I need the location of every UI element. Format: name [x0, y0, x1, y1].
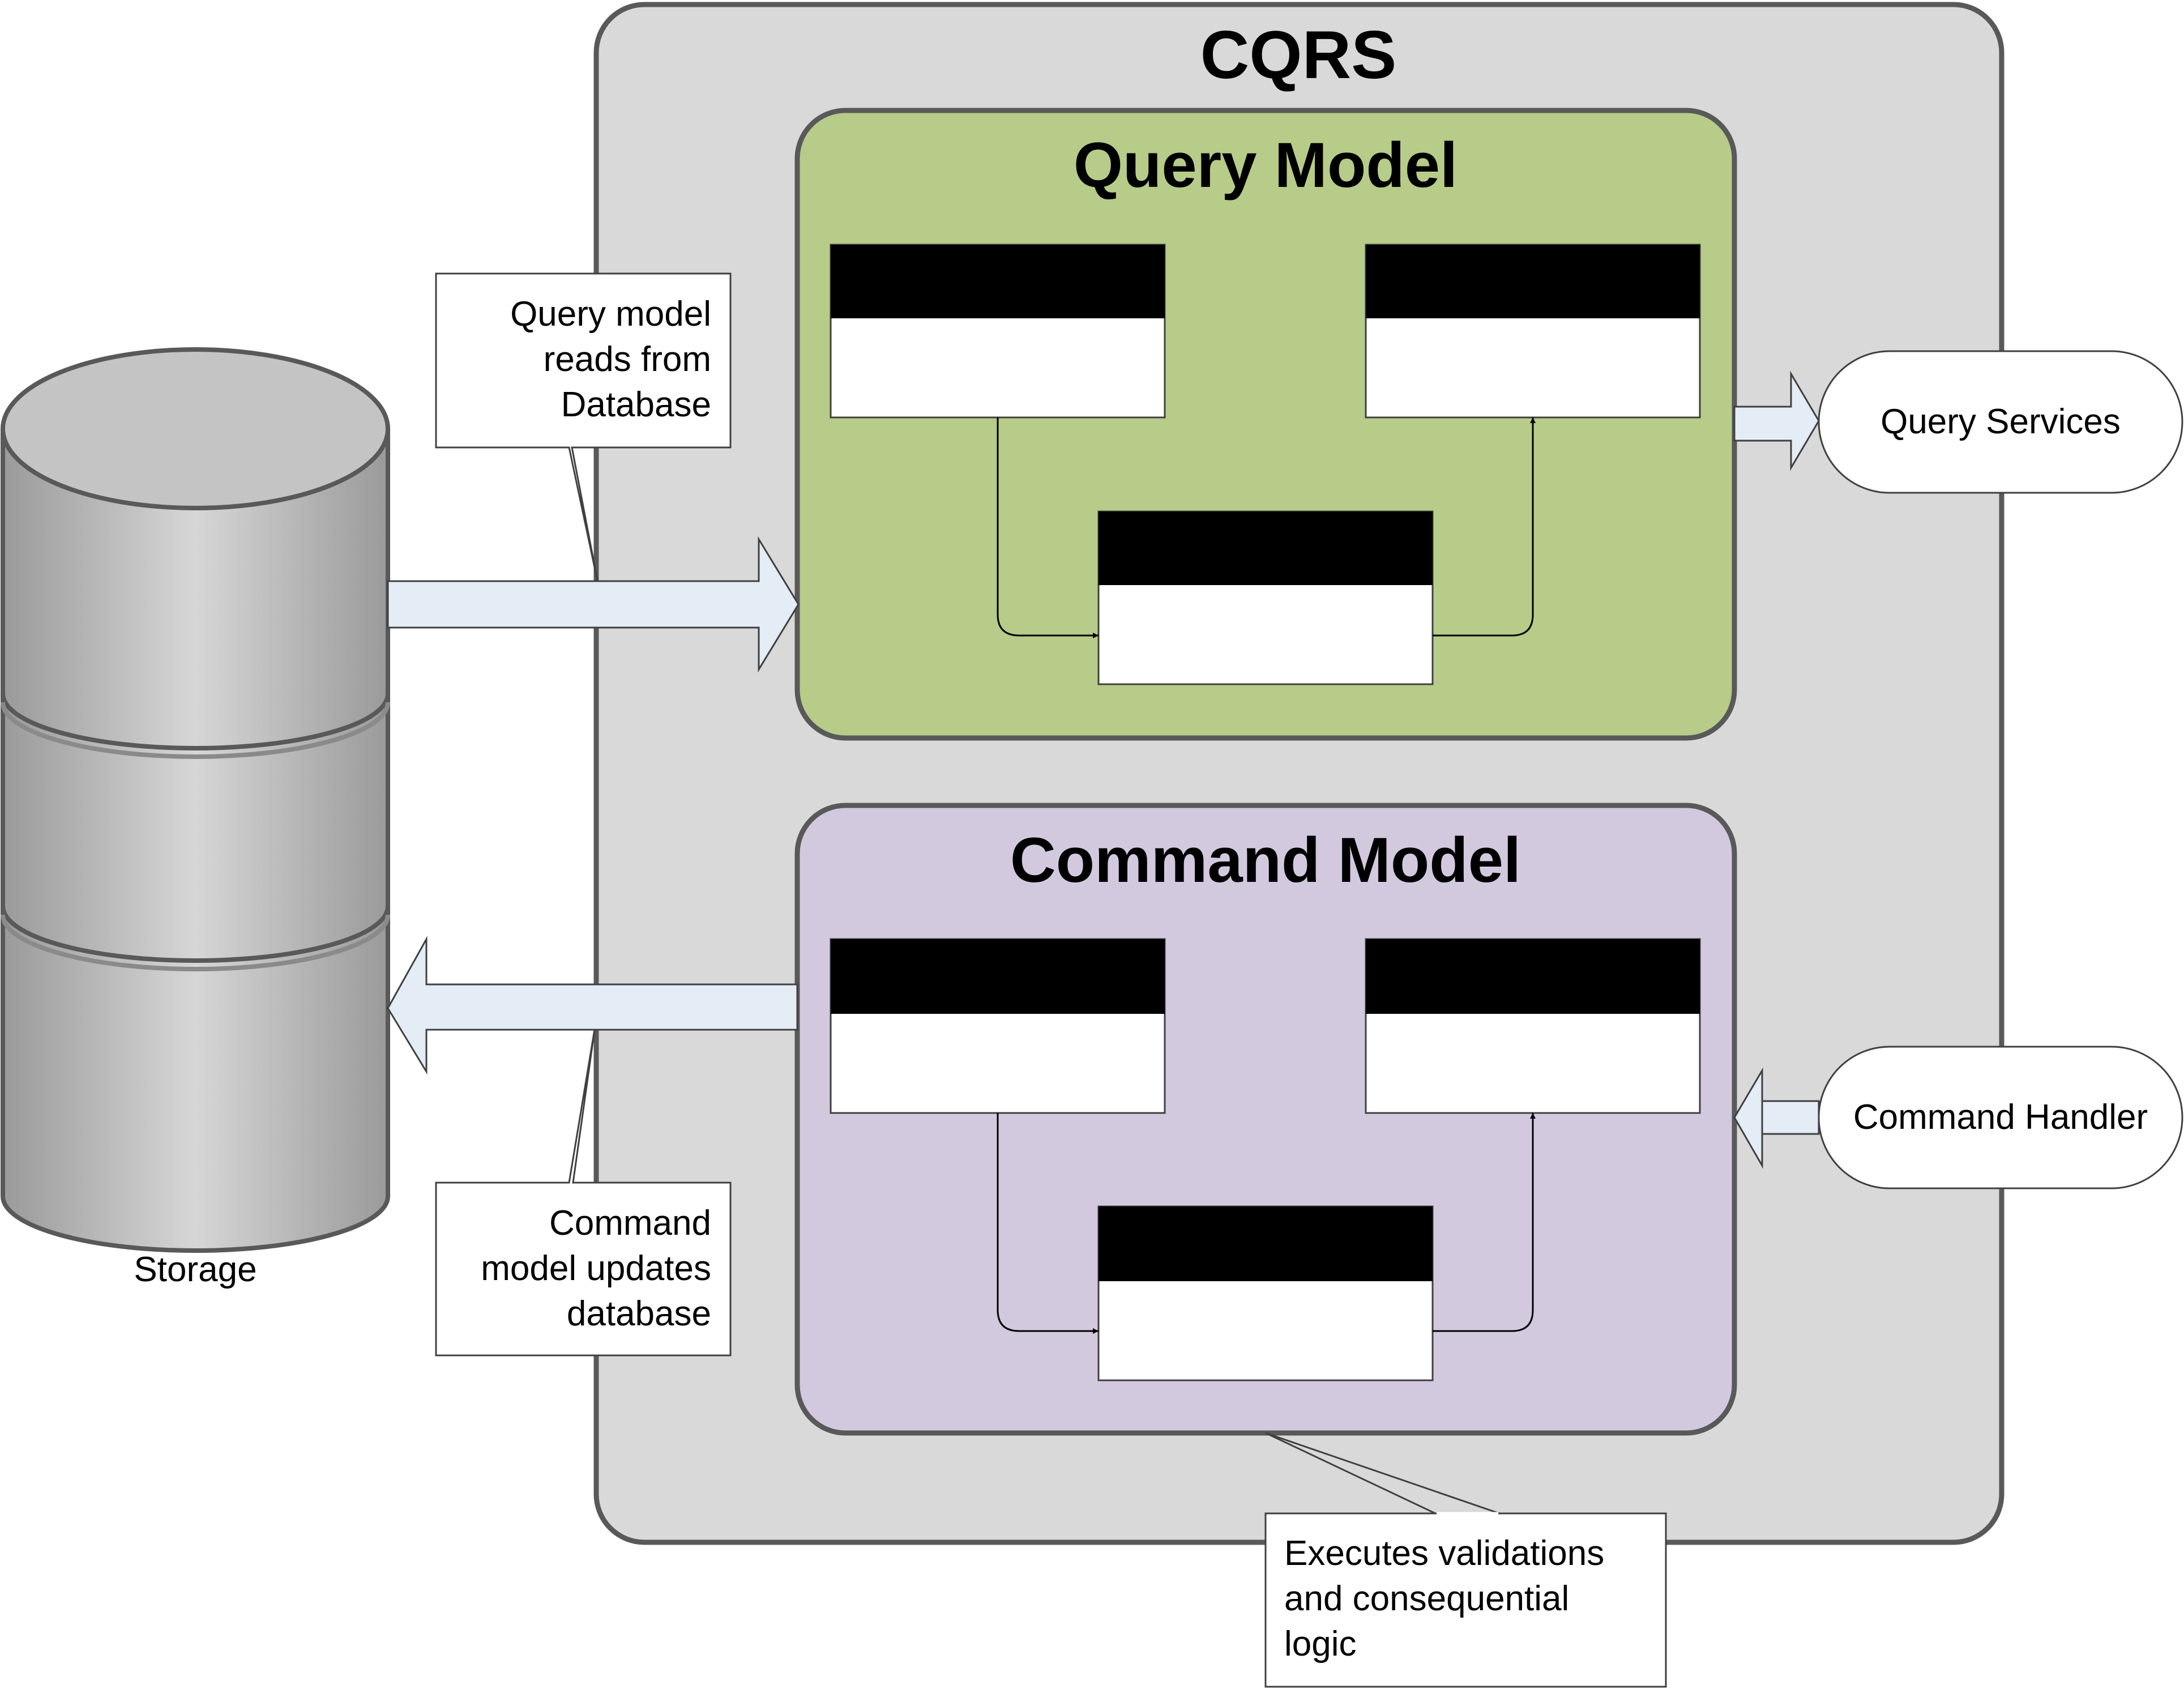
- query-services-label: Query Services: [1880, 402, 2121, 441]
- command-entity-middle: [1097, 1205, 1434, 1381]
- update-callout-line-1: Command: [549, 1204, 711, 1243]
- read-callout-line-1: Query model: [510, 295, 711, 334]
- query-entity-left: [830, 244, 1166, 419]
- command-connector-right: [1433, 1113, 1536, 1332]
- command-entity-right: [1365, 938, 1701, 1114]
- command-handler-node: [1818, 1046, 2183, 1189]
- validations-callout-line-3: logic: [1284, 1624, 1357, 1664]
- validations-callout: Executes validations and consequential l…: [1264, 1432, 1667, 1688]
- query-entity-right: [1365, 244, 1701, 419]
- read-callout: Query model reads from Database: [435, 272, 732, 581]
- storage-database-icon: [1, 347, 390, 1253]
- command-handler-label: Command Handler: [1853, 1098, 2148, 1137]
- cqrs-title: CQRS: [1200, 17, 1397, 93]
- query-entity-middle: [1097, 510, 1434, 685]
- command-entity-left: [830, 938, 1166, 1114]
- read-arrow: [387, 536, 800, 673]
- command-handler-arrow-shape: [1733, 1067, 1820, 1169]
- storage-label: Storage: [134, 1250, 257, 1289]
- validations-callout-line-2: and consequential: [1284, 1579, 1569, 1618]
- query-connector-right: [1433, 417, 1536, 637]
- query-connector-left: [997, 417, 1099, 638]
- query-services-node: [1818, 350, 2183, 494]
- update-callout-line-3: database: [567, 1294, 711, 1333]
- query-services-arrow: [1733, 370, 1820, 471]
- read-callout-line-3: Database: [561, 385, 711, 424]
- update-callout: Command model updates database: [435, 1029, 732, 1357]
- update-callout-line-2: model updates: [481, 1249, 711, 1288]
- command-model-title: Command Model: [1010, 825, 1521, 895]
- validations-callout-line-1: Executes validations: [1284, 1534, 1604, 1573]
- command-connector-left: [997, 1113, 1099, 1334]
- read-callout-line-2: reads from: [544, 340, 711, 379]
- query-model-title: Query Model: [1074, 130, 1458, 201]
- update-arrow: [387, 936, 798, 1075]
